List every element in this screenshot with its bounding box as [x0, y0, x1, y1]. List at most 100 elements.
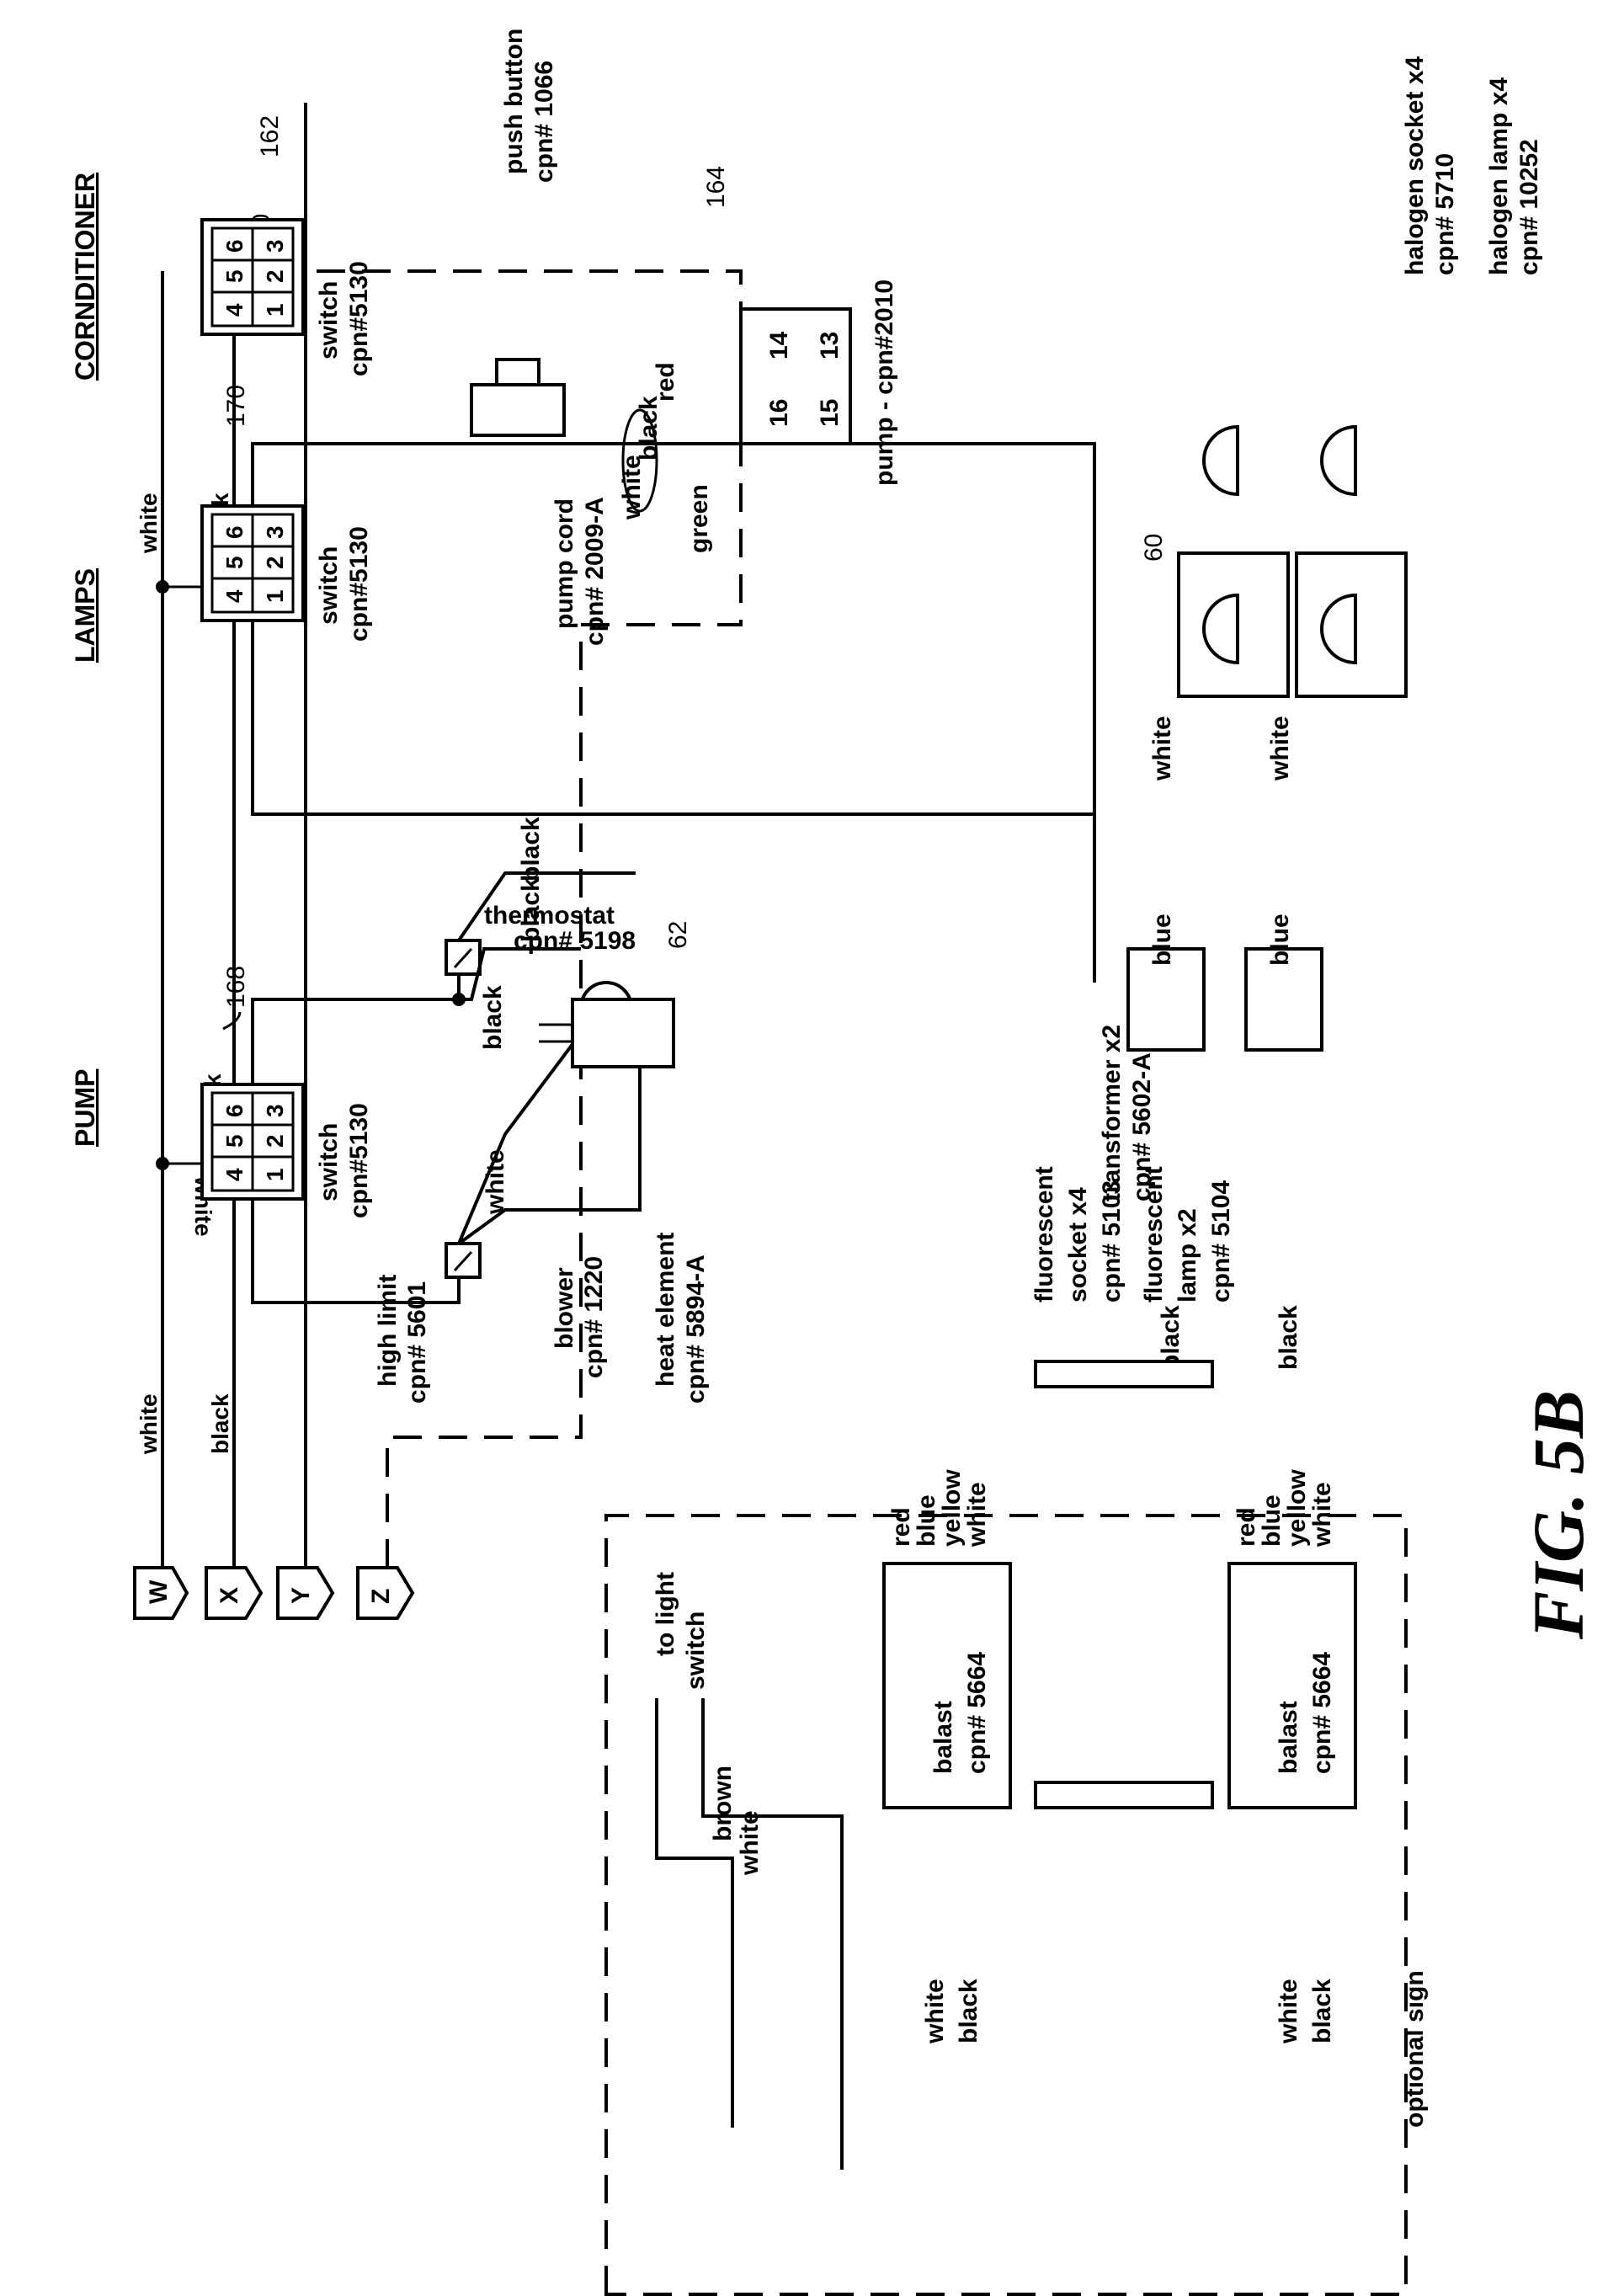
header-pump: PUMP [70, 1069, 100, 1147]
pump-unit: 14 13 16 15 pump - cpn#2010 164 red blac… [618, 166, 898, 553]
svg-text:fluorescent: fluorescent [1030, 1166, 1058, 1302]
svg-text:cpn# 1220: cpn# 1220 [580, 1256, 608, 1378]
svg-text:brown: brown [709, 1766, 737, 1841]
pump-cord: pump cord cpn# 2009-A [551, 408, 658, 646]
cond-to-thermostat [251, 974, 461, 1084]
ballast-upper: balast cpn# 5664 white black red blue ye… [882, 1469, 1012, 2044]
svg-text:balast: balast [929, 1701, 957, 1774]
svg-text:6: 6 [221, 1104, 248, 1117]
svg-text:3: 3 [262, 239, 288, 253]
svg-text:2: 2 [262, 556, 288, 569]
svg-text:cpn#5130: cpn#5130 [345, 261, 373, 376]
svg-text:14: 14 [765, 331, 793, 360]
optional-sign-label: optional sign [1401, 1970, 1429, 2128]
header-lamps: LAMPS [70, 568, 100, 663]
svg-text:white: white [963, 1482, 991, 1548]
svg-text:yellow: yellow [1283, 1469, 1311, 1547]
light-switch-feed: to light switch brown white [652, 1572, 844, 2170]
svg-text:13: 13 [816, 332, 844, 360]
svg-text:blue: blue [1148, 914, 1176, 966]
svg-text:cpn#5130: cpn#5130 [345, 1103, 373, 1218]
svg-text:170: 170 [222, 385, 250, 427]
svg-text:cpn# 5894-A: cpn# 5894-A [682, 1255, 710, 1404]
svg-text:high limit: high limit [374, 1275, 402, 1387]
svg-text:white: white [1148, 716, 1176, 781]
ballast-lower: balast cpn# 5664 white black red blue ye… [1227, 1469, 1357, 2044]
svg-text:pump cord: pump cord [551, 498, 578, 629]
svg-text:1: 1 [262, 589, 288, 603]
thermostat: thermostat cpn# 5198 [445, 902, 636, 976]
svg-text:blue: blue [1266, 914, 1294, 966]
highlimit-black [457, 1031, 583, 1244]
wire-label-white-1: white [482, 1149, 509, 1215]
high-limit: high limit cpn# 5601 [374, 1242, 482, 1404]
svg-text:blower: blower [551, 1267, 578, 1349]
svg-text:yellow: yellow [938, 1469, 966, 1547]
svg-text:halogen lamp x4: halogen lamp x4 [1485, 77, 1513, 275]
svg-text:W: W [145, 1579, 173, 1604]
svg-text:switch: switch [682, 1611, 710, 1690]
svg-text:pump - cpn#2010: pump - cpn#2010 [871, 280, 898, 486]
svg-text:5: 5 [221, 1134, 248, 1148]
svg-text:switch: switch [315, 281, 343, 360]
svg-text:switch: switch [315, 1123, 343, 1201]
svg-text:cpn# 5104: cpn# 5104 [1207, 1180, 1235, 1302]
svg-text:4: 4 [221, 589, 248, 603]
svg-text:fluorescent: fluorescent [1140, 1166, 1168, 1302]
svg-text:white: white [1266, 716, 1294, 781]
svg-text:black: black [1275, 1305, 1302, 1370]
wire-label-black-3: black [479, 985, 507, 1050]
svg-text:push button: push button [500, 29, 528, 174]
svg-text:6: 6 [221, 525, 248, 539]
svg-text:black: black [955, 1979, 982, 2043]
thermostat-black-wire-2 [459, 947, 581, 1001]
fluorescent-lamps: fluorescent socket x4 cpn# 5103 fluoresc… [1030, 1166, 1235, 1809]
svg-text:green: green [685, 484, 713, 553]
heat-element: heat element cpn# 5894-A 62 [539, 921, 710, 1404]
svg-text:cpn# 5664: cpn# 5664 [963, 1652, 991, 1774]
svg-text:4: 4 [221, 1168, 248, 1181]
svg-text:switch: switch [315, 546, 343, 625]
svg-text:blue: blue [913, 1494, 940, 1547]
svg-text:cpn# 5602-A: cpn# 5602-A [1128, 1052, 1156, 1201]
svg-text:Z: Z [367, 1589, 395, 1604]
lamps-lower-feed [251, 621, 1094, 816]
svg-text:black: black [1157, 1305, 1185, 1370]
svg-text:1: 1 [262, 303, 288, 317]
svg-text:cpn#5130: cpn#5130 [345, 526, 373, 642]
svg-text:4: 4 [221, 303, 248, 317]
svg-text:red: red [652, 362, 679, 402]
wire-label-black-1: black [517, 817, 545, 882]
svg-text:halogen socket x4: halogen socket x4 [1401, 56, 1429, 275]
svg-text:15: 15 [816, 399, 844, 427]
highlimit-white [457, 1208, 530, 1245]
wire-label-black-2: black [517, 877, 545, 942]
svg-text:3: 3 [262, 525, 288, 539]
svg-text:cpn# 5103: cpn# 5103 [1098, 1180, 1126, 1302]
svg-text:X: X [216, 1587, 243, 1604]
optional-sign-frame [604, 1514, 1408, 2296]
bus-z-dashed [311, 269, 743, 1568]
svg-text:1: 1 [262, 1168, 288, 1181]
svg-text:5: 5 [221, 269, 248, 283]
lamps-switch: 4 1 5 2 6 3 switch cpn#5130 170 [156, 385, 373, 642]
svg-text:2: 2 [262, 1134, 288, 1148]
connector-x: X [205, 1566, 264, 1620]
svg-text:164: 164 [702, 166, 730, 208]
white-to-heat [530, 1067, 642, 1212]
svg-text:to light: to light [652, 1572, 679, 1656]
transformers: blue blue white white black black transf… [1098, 716, 1323, 1370]
svg-text:black: black [1308, 1979, 1336, 2043]
svg-text:cpn# 5664: cpn# 5664 [1308, 1652, 1336, 1774]
svg-text:cpn# 1066: cpn# 1066 [530, 61, 558, 183]
push-button: push button cpn# 1066 [470, 29, 566, 437]
svg-text:3: 3 [262, 1104, 288, 1117]
svg-text:blue: blue [1258, 1494, 1286, 1547]
bus-white-label-2: white [136, 493, 162, 554]
svg-text:red: red [887, 1507, 915, 1547]
svg-text:16: 16 [765, 399, 793, 427]
svg-text:white: white [921, 1979, 949, 2044]
connector-y: Y [276, 1566, 335, 1620]
